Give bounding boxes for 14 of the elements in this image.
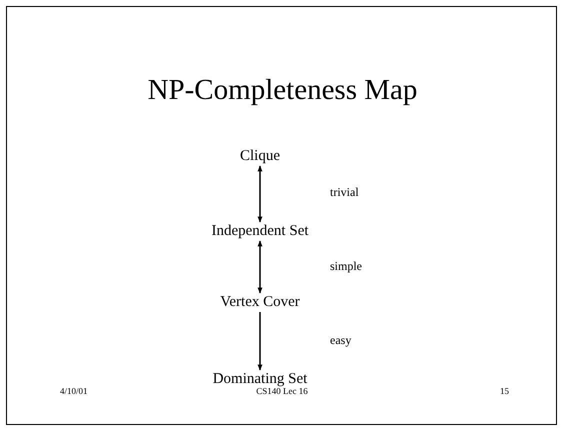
note-text: trivial: [330, 185, 359, 200]
arrow: [258, 312, 262, 371]
footer-text: CS140 Lec 16: [256, 386, 308, 396]
arrow: [258, 165, 262, 223]
node-label: Dominating Set: [212, 371, 308, 388]
node-label: Clique: [240, 148, 280, 165]
arrow: [258, 240, 262, 294]
footer-text: 15: [500, 386, 509, 396]
slide-title: NP-Completeness Map: [146, 74, 418, 107]
note-text: simple: [330, 259, 362, 274]
node-label: Independent Set: [211, 223, 309, 240]
footer-text: 4/10/01: [60, 386, 88, 396]
note-text: easy: [330, 333, 352, 348]
node-label: Vertex Cover: [220, 294, 300, 311]
